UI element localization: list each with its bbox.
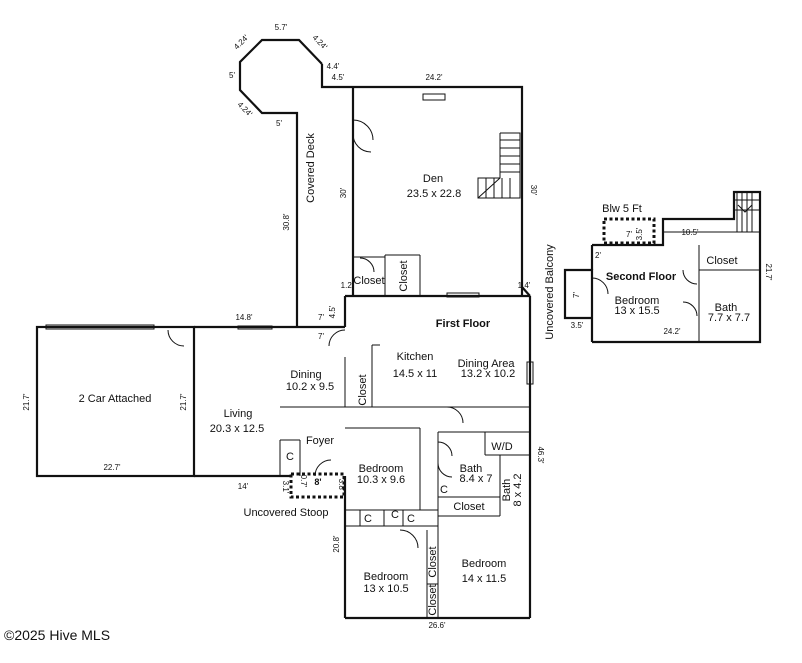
svg-text:30': 30' [529, 185, 538, 196]
garage-walls [35, 325, 196, 478]
hall-closet: Closet [453, 501, 484, 513]
room-labels: Den 23.5 x 22.8 2 Car Attached First Flo… [79, 173, 750, 595]
sf-bed-name: Bedroom [615, 295, 660, 307]
svg-text:30.8': 30.8' [282, 213, 291, 231]
blw-label: Blw 5 Ft [602, 203, 642, 215]
bath2-name: Bath [501, 479, 513, 502]
den-name: Den [423, 173, 443, 185]
living-size: 20.3 x 12.5 [210, 423, 264, 435]
svg-text:7': 7' [318, 313, 324, 322]
bath1-name: Bath [460, 463, 483, 475]
svg-text:10.5': 10.5' [681, 228, 699, 237]
svg-text:0.7': 0.7' [299, 475, 308, 488]
bed1-size: 10.3 x 9.6 [357, 474, 405, 486]
svg-text:21.7': 21.7' [764, 263, 773, 281]
den-walls [353, 85, 524, 296]
c-foyer: C [286, 451, 294, 463]
svg-text:24.2': 24.2' [425, 73, 443, 82]
bed3-name: Bedroom [364, 571, 409, 583]
uncovered-stoop-label: Uncovered Stoop [244, 507, 329, 519]
garage-name: 2 Car Attached [79, 393, 152, 405]
svg-text:14.8': 14.8' [235, 313, 253, 322]
svg-text:3.5': 3.5' [571, 321, 584, 330]
svg-text:3.8': 3.8' [337, 479, 346, 492]
svg-text:4.24': 4.24' [311, 33, 330, 52]
svg-text:4.5': 4.5' [332, 73, 345, 82]
stoop-outline [289, 472, 346, 499]
kitchen-size: 14.5 x 11 [393, 368, 437, 380]
c-bath1: C [440, 484, 448, 496]
kitchen-name: Kitchen [397, 351, 434, 363]
svg-text:22.7': 22.7' [103, 463, 121, 472]
svg-text:46.3': 46.3' [536, 446, 545, 464]
first-floor-title: First Floor [436, 318, 491, 330]
octagon-gazebo [238, 38, 323, 327]
kitchen-closet: Closet [357, 374, 369, 405]
dining-name: Dining [290, 369, 321, 381]
svg-text:26.6': 26.6' [428, 621, 446, 630]
bed2-size: 14 x 11.5 [462, 573, 506, 585]
octagon-right-wall [320, 64, 353, 89]
svg-text:3.1': 3.1' [281, 481, 290, 494]
den-stairs [477, 132, 521, 199]
bath1-size: 8.4 x 7 [459, 473, 492, 485]
den-size: 23.5 x 22.8 [407, 188, 461, 200]
second-floor-title: Second Floor [606, 271, 677, 283]
copyright: ©2025 Hive MLS [4, 627, 110, 643]
svg-text:1.2': 1.2' [341, 281, 354, 290]
svg-text:3.5': 3.5' [635, 227, 644, 240]
c-bed1-c: C [407, 513, 415, 525]
svg-text:4.4': 4.4' [327, 62, 340, 71]
svg-text:24.2': 24.2' [663, 327, 681, 336]
dining-size: 10.2 x 9.5 [286, 381, 334, 393]
bath2-size: 8 x 4.2 [512, 473, 524, 506]
dining-area-name: Dining Area [458, 358, 516, 370]
svg-text:21.7': 21.7' [22, 393, 31, 411]
bed3-size: 13 x 10.5 [363, 583, 408, 595]
bed1-name: Bedroom [359, 463, 404, 475]
svg-text:7': 7' [572, 292, 581, 298]
walls [35, 38, 534, 620]
den-closet-1: Closet [353, 275, 384, 287]
svg-text:21.7': 21.7' [179, 393, 188, 411]
bed3-closet: Closet [427, 584, 439, 615]
dining-area-size: 13.2 x 10.2 [461, 368, 515, 380]
svg-text:7': 7' [318, 332, 324, 341]
second-floor [563, 190, 762, 344]
sf-bath-name: Bath [715, 302, 738, 314]
other-labels: Covered Deck Uncovered Balcony Uncovered… [244, 133, 738, 616]
svg-text:5': 5' [276, 119, 282, 128]
svg-text:5': 5' [229, 71, 235, 80]
uncovered-balcony-label: Uncovered Balcony [544, 244, 556, 340]
den-closet-2: Closet [398, 260, 410, 291]
doors [167, 119, 464, 549]
bed2-name: Bedroom [462, 558, 507, 570]
wd-label: W/D [491, 441, 512, 453]
c-bed1-a: C [364, 513, 372, 525]
foyer-name: Foyer [306, 435, 334, 447]
svg-text:20.8': 20.8' [332, 535, 341, 553]
living-name: Living [224, 408, 253, 420]
svg-text:1.4': 1.4' [518, 281, 531, 290]
bed2-closet: Closet [427, 546, 439, 577]
svg-text:7': 7' [626, 230, 632, 239]
svg-text:5.7': 5.7' [275, 23, 288, 32]
svg-text:14': 14' [238, 482, 249, 491]
sf-bed-size: 13 x 15.5 [614, 305, 659, 317]
svg-text:4.24': 4.24' [232, 33, 251, 52]
svg-text:8': 8' [314, 477, 321, 487]
c-bed1-b: C [391, 509, 399, 521]
covered-deck-label: Covered Deck [305, 133, 317, 203]
svg-text:30': 30' [339, 187, 348, 198]
svg-text:2': 2' [595, 251, 601, 260]
sf-closet: Closet [706, 255, 737, 267]
svg-text:4.5': 4.5' [328, 305, 337, 318]
sf-bath-size: 7.7 x 7.7 [708, 312, 750, 324]
